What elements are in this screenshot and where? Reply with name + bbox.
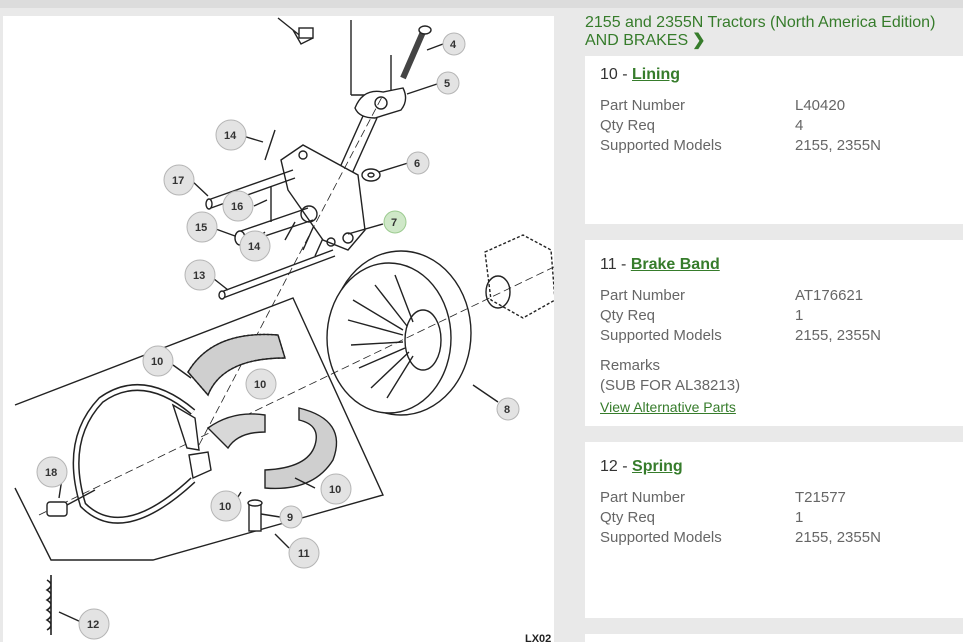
part-number-value: AT176621: [795, 287, 864, 304]
part-name-link[interactable]: Lining: [632, 66, 680, 83]
callout-4[interactable]: 4: [442, 32, 466, 56]
models-value: 2155, 2355N: [795, 327, 881, 344]
part-number-row: Part Number T21577: [600, 489, 846, 506]
qty-value: 1: [795, 509, 804, 526]
callout-17[interactable]: 17: [163, 164, 195, 196]
callout-13[interactable]: 13: [184, 259, 216, 291]
svg-text:5: 5: [444, 78, 450, 90]
qty-value: 4: [795, 117, 804, 134]
view-alternative-parts-link[interactable]: View Alternative Parts: [600, 399, 736, 415]
part-card: 10 - Lining Part Number L40420 Qty Req 4…: [585, 56, 963, 224]
qty-row: Qty Req 1: [600, 307, 804, 324]
callout-6[interactable]: 6: [406, 151, 430, 175]
chevron-right-icon[interactable]: ❯: [692, 32, 706, 49]
svg-text:4: 4: [450, 39, 457, 51]
callout-10c[interactable]: 10: [320, 473, 352, 505]
svg-text:10: 10: [219, 501, 231, 513]
svg-text:10: 10: [151, 356, 163, 368]
top-bar: [0, 0, 963, 8]
breadcrumb[interactable]: 2155 and 2355N Tractors (North America E…: [585, 14, 963, 50]
remarks-text: (SUB FOR AL38213): [600, 377, 741, 394]
brake-assembly-drawing: 4 5 6 7 8 9 10 10 10 10 10 11 12 13 14 1…: [14, 17, 554, 642]
models-row: Supported Models 2155, 2355N: [600, 137, 881, 154]
breadcrumb-line2[interactable]: AND BRAKES❯: [585, 32, 706, 49]
svg-text:14: 14: [224, 130, 237, 142]
part-name-link[interactable]: Brake Band: [630, 256, 720, 273]
callout-11[interactable]: 11: [288, 537, 320, 569]
remarks-label: Remarks: [600, 357, 661, 374]
callout-10d[interactable]: 10: [210, 490, 242, 522]
callout-9[interactable]: 9: [279, 505, 303, 529]
qty-row: Qty Req 1: [600, 509, 804, 526]
callout-18[interactable]: 18: [36, 456, 68, 488]
callout-16[interactable]: 16: [222, 190, 254, 222]
callout-7[interactable]: 7: [383, 210, 407, 234]
qty-value: 1: [795, 307, 804, 324]
models-row: Supported Models 2155, 2355N: [600, 327, 881, 344]
part-number-value: T21577: [795, 489, 846, 506]
callout-14b[interactable]: 14: [239, 230, 271, 262]
callout-10a[interactable]: 10: [142, 345, 174, 377]
part-card: 11 - Brake Band Part Number AT176621 Qty…: [585, 240, 963, 426]
part-title: 11 - Brake Band: [600, 256, 720, 273]
part-title: 12 - Spring: [600, 458, 683, 475]
models-value: 2155, 2355N: [795, 529, 881, 546]
svg-text:6: 6: [414, 158, 420, 170]
part-title: 10 - Lining: [600, 66, 680, 83]
svg-text:17: 17: [172, 175, 184, 187]
qty-row: Qty Req 4: [600, 117, 804, 134]
callout-8[interactable]: 8: [496, 397, 520, 421]
callout-14a[interactable]: 14: [215, 119, 247, 151]
svg-text:18: 18: [45, 467, 57, 479]
svg-text:15: 15: [195, 222, 207, 234]
svg-text:14: 14: [248, 241, 261, 253]
models-row: Supported Models 2155, 2355N: [600, 529, 881, 546]
callout-10b[interactable]: 10: [245, 368, 277, 400]
svg-text:9: 9: [287, 512, 293, 524]
callout-12[interactable]: 12: [78, 608, 110, 640]
svg-text:13: 13: [193, 270, 205, 282]
part-number-row: Part Number L40420: [600, 97, 846, 114]
breadcrumb-line1[interactable]: 2155 and 2355N Tractors (North America E…: [585, 14, 936, 31]
part-card-next: [585, 634, 963, 642]
callout-5[interactable]: 5: [436, 71, 460, 95]
part-name-link[interactable]: Spring: [632, 458, 683, 475]
part-card: 12 - Spring Part Number T21577 Qty Req 1…: [585, 442, 963, 618]
part-number-row: Part Number AT176621: [600, 287, 864, 304]
models-value: 2155, 2355N: [795, 137, 881, 154]
svg-text:8: 8: [504, 404, 510, 416]
svg-text:7: 7: [391, 217, 397, 229]
callout-15[interactable]: 15: [186, 211, 218, 243]
svg-text:16: 16: [231, 201, 243, 213]
svg-text:12: 12: [87, 619, 99, 631]
svg-text:11: 11: [298, 548, 310, 560]
part-number-value: L40420: [795, 97, 846, 114]
svg-text:10: 10: [329, 484, 341, 496]
parts-diagram[interactable]: 4 5 6 7 8 9 10 10 10 10 10 11 12 13 14 1…: [0, 16, 554, 642]
diagram-corner-label: LX02: [525, 633, 551, 642]
svg-text:10: 10: [254, 379, 266, 391]
